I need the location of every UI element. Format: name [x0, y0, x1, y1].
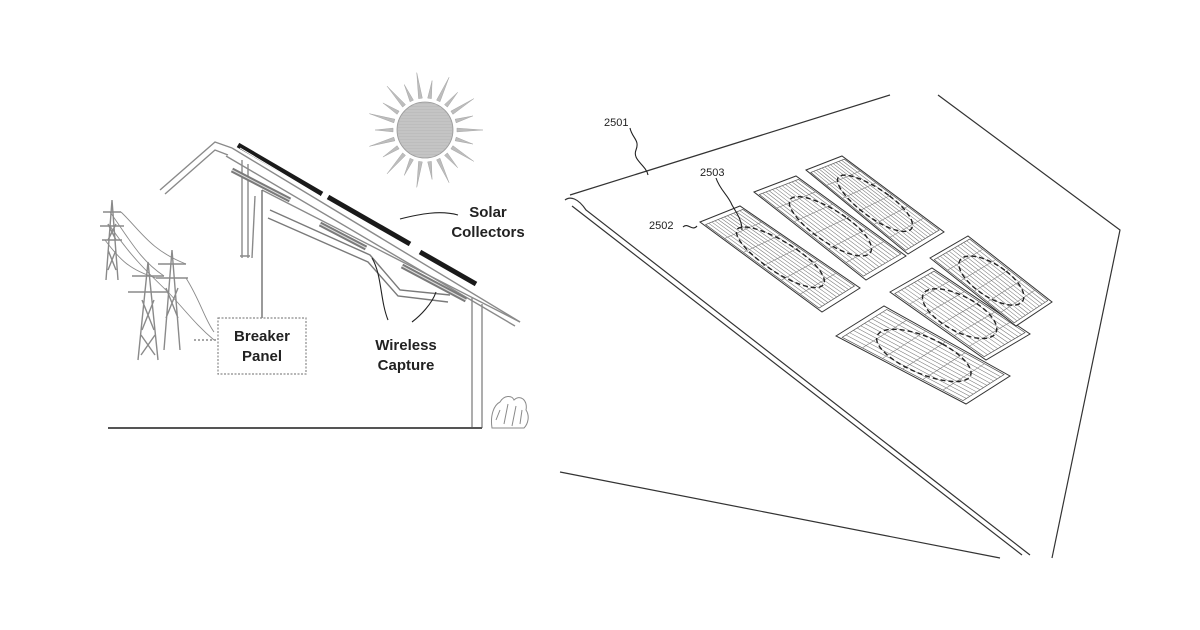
- sun-ray: [444, 92, 457, 107]
- wireless-capture-label-line2: Capture: [378, 357, 435, 374]
- reference-2503-receiver: 2503: [700, 167, 724, 179]
- reference-2501-roof: 2501: [604, 117, 628, 129]
- sun-ray: [451, 146, 474, 162]
- solar-panel-array: [700, 156, 1052, 404]
- sun-ray: [369, 137, 395, 146]
- sun-ray: [428, 81, 432, 99]
- sun-ray: [404, 85, 413, 102]
- breaker-panel-label-line2: Panel: [242, 348, 282, 365]
- sun-ray: [455, 137, 473, 144]
- breaker-panel-box: [218, 318, 306, 374]
- sun-disc: [397, 102, 453, 158]
- sun-ray: [387, 153, 406, 174]
- sun-icon: [369, 73, 483, 188]
- breaker-panel-label-line1: Breaker: [234, 328, 290, 345]
- shrub-icon: [491, 396, 528, 428]
- sun-ray: [437, 77, 450, 101]
- sun-ray: [451, 99, 474, 115]
- sun-ray: [417, 73, 423, 99]
- sun-ray: [404, 158, 413, 175]
- solar-collectors-label-line2: Collectors: [451, 224, 524, 241]
- sun-ray: [417, 161, 423, 187]
- reference-2502-panel: 2502: [649, 220, 673, 232]
- sun-ray: [383, 146, 399, 157]
- sun-ray: [437, 158, 450, 182]
- right-figure-roof-panels: 2501 2503 2502: [560, 95, 1120, 558]
- sun-ray: [428, 161, 432, 179]
- sun-ray: [369, 114, 395, 123]
- sun-ray: [444, 153, 457, 168]
- sun-ray: [387, 86, 406, 107]
- sun-ray: [383, 103, 399, 114]
- left-figure-house-diagram: Breaker Panel Solar Collectors Wireless: [100, 73, 528, 428]
- wireless-capture-label-line1: Wireless: [375, 337, 437, 354]
- sun-ray: [457, 128, 483, 132]
- solar-collectors-label-line1: Solar: [469, 204, 507, 221]
- sun-ray: [455, 116, 473, 123]
- sun-ray: [375, 128, 393, 132]
- power-pylon-icon: [100, 200, 214, 360]
